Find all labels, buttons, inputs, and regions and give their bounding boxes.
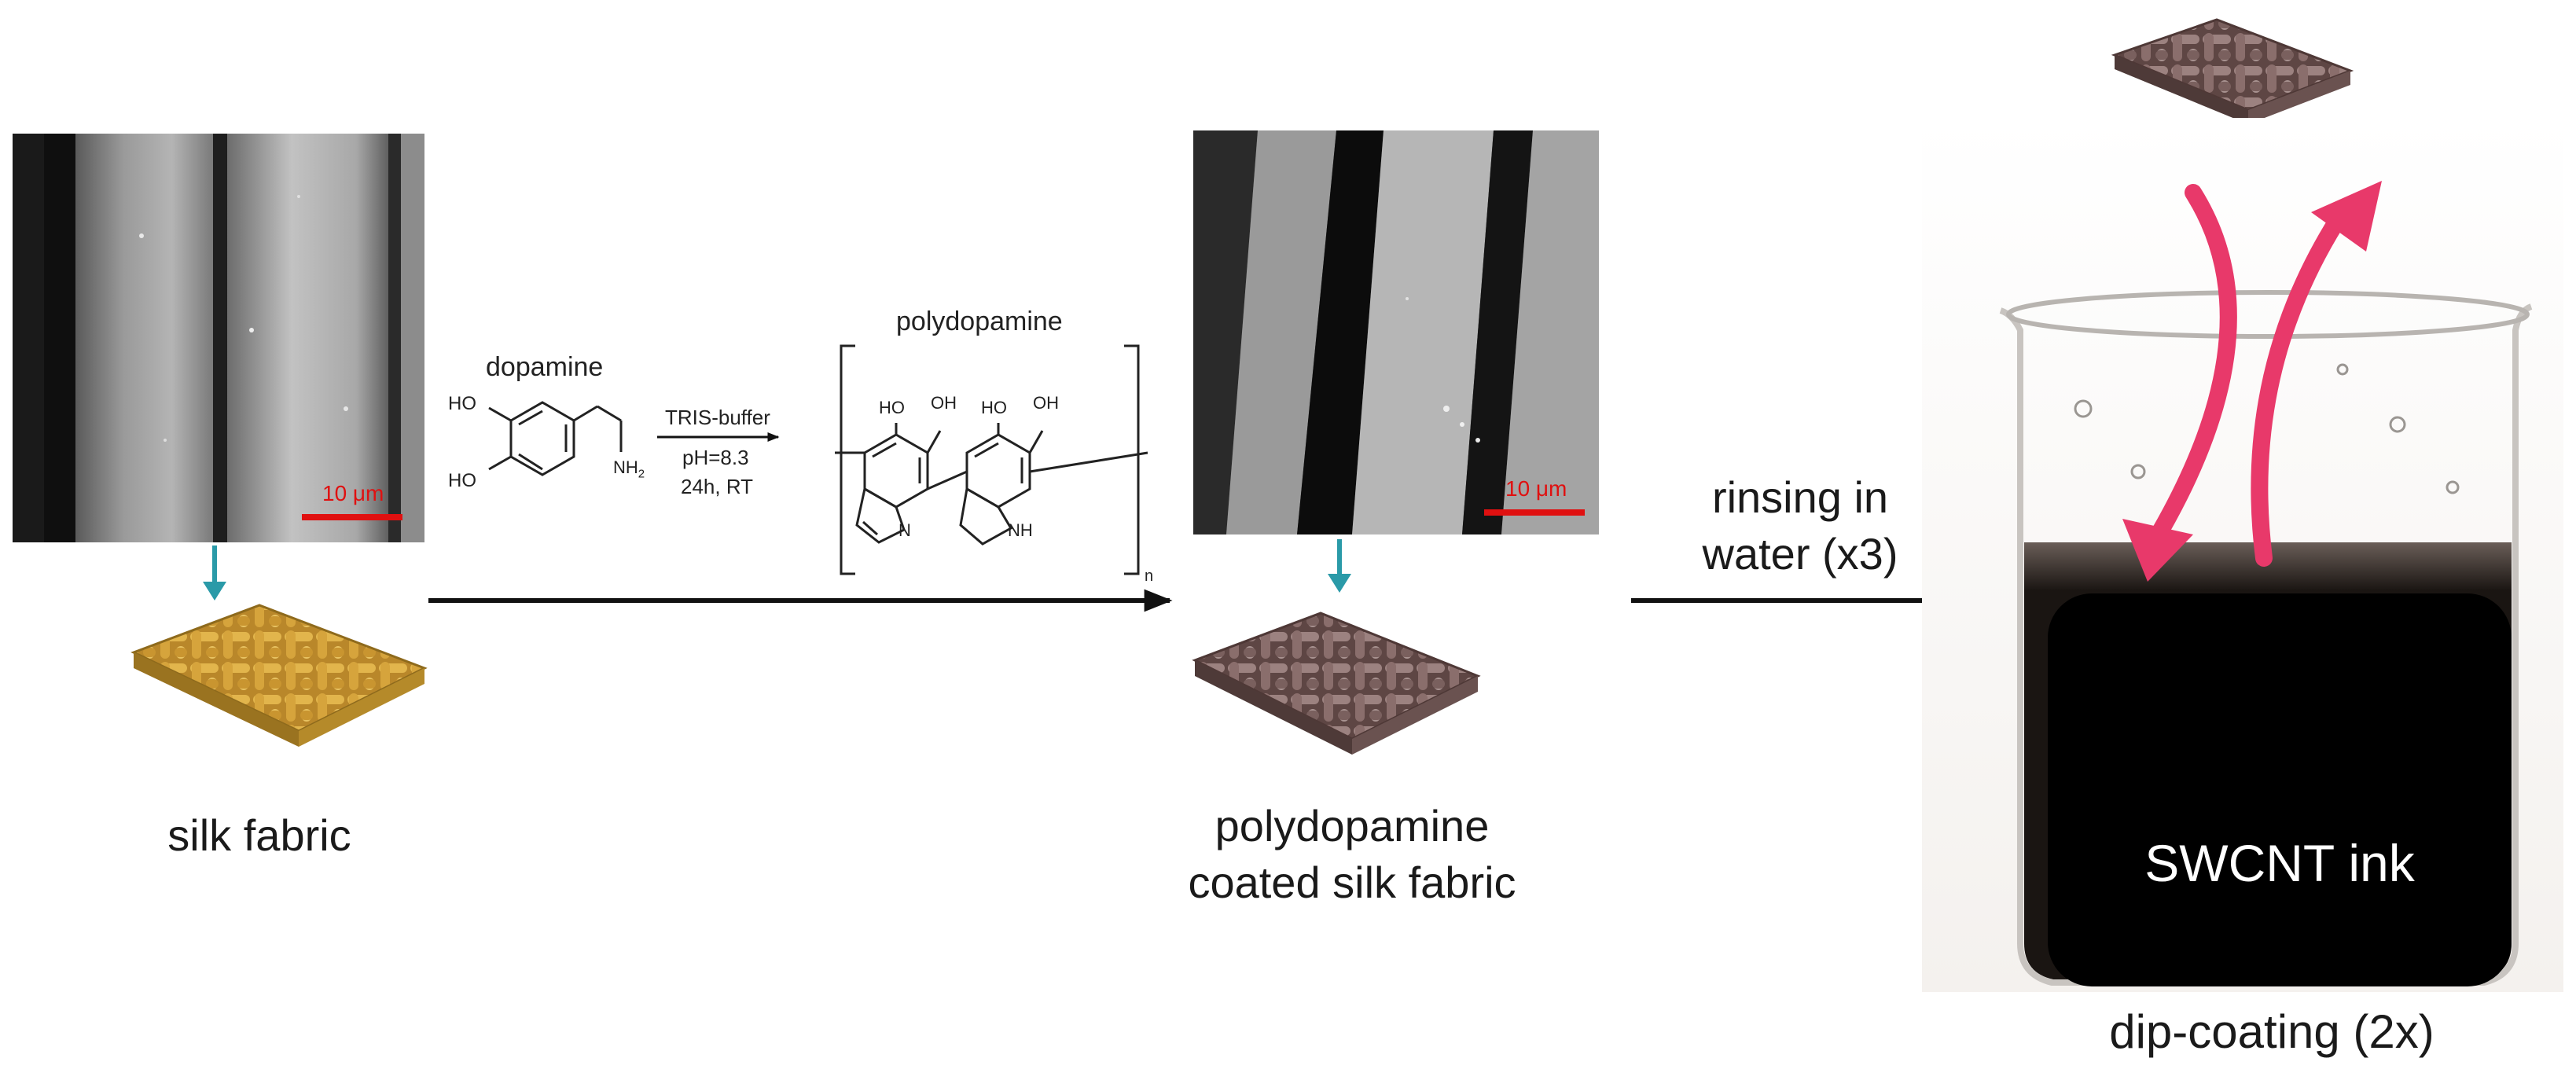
label-pda-line1: polydopamine	[1215, 801, 1490, 850]
pda-n: N	[898, 520, 911, 540]
scale-label-left: 10 μm	[322, 481, 384, 505]
ink-label-box	[2048, 593, 2512, 986]
pda-ho-2: HO	[981, 398, 1007, 417]
sem-image-silk	[13, 134, 424, 542]
silk-fabric-illustration	[130, 604, 428, 747]
sem-image-pda-silk	[1193, 130, 1599, 534]
polydopamine-label: polydopamine	[896, 307, 1063, 336]
label-rinse-line1: rinsing in	[1711, 472, 1889, 522]
dopamine-label: dopamine	[486, 352, 604, 382]
pda-fabric-illustration	[1192, 612, 1481, 755]
pda-ho-1: HO	[879, 398, 905, 417]
label-swcnt-ink: SWCNT ink	[2144, 834, 2415, 892]
dip-arrow-head-down	[2122, 519, 2193, 582]
condition-buffer: TRIS-buffer	[665, 406, 770, 429]
dopamine-ho-1: HO	[448, 393, 476, 414]
dopamine-nh2: NH2	[613, 457, 645, 481]
beaker-photo	[1922, 118, 2563, 992]
scale-bar	[302, 514, 402, 520]
polymer-brackets	[840, 344, 1140, 575]
label-rinse-line2: water (x3)	[1702, 529, 1898, 579]
polydopamine-structure	[835, 423, 1148, 546]
pda-oh-1: OH	[931, 393, 957, 413]
label-silk-fabric: silk fabric	[167, 810, 351, 860]
pda-nh: NH	[1008, 520, 1033, 540]
dip-arrow-head-up	[2311, 181, 2382, 252]
scale-label-right: 10 μm	[1505, 476, 1567, 501]
dopamine-ho-2: HO	[448, 470, 476, 491]
label-pda-line2: coated silk fabric	[1188, 858, 1516, 907]
label-dip-coating: dip-coating (2x)	[2109, 1005, 2435, 1058]
pda-oh-2: OH	[1033, 393, 1059, 413]
condition-ph: pH=8.3	[682, 446, 749, 469]
scale-bar	[1484, 509, 1585, 516]
fabric-above-beaker	[2111, 18, 2354, 124]
pda-subscript-n: n	[1145, 568, 1154, 585]
dip-coating-arrows	[2145, 184, 2351, 567]
dopamine-structure	[488, 401, 623, 476]
down-arrow-right	[1328, 539, 1351, 593]
down-arrow-left	[203, 546, 226, 601]
condition-time: 24h, RT	[681, 475, 754, 498]
